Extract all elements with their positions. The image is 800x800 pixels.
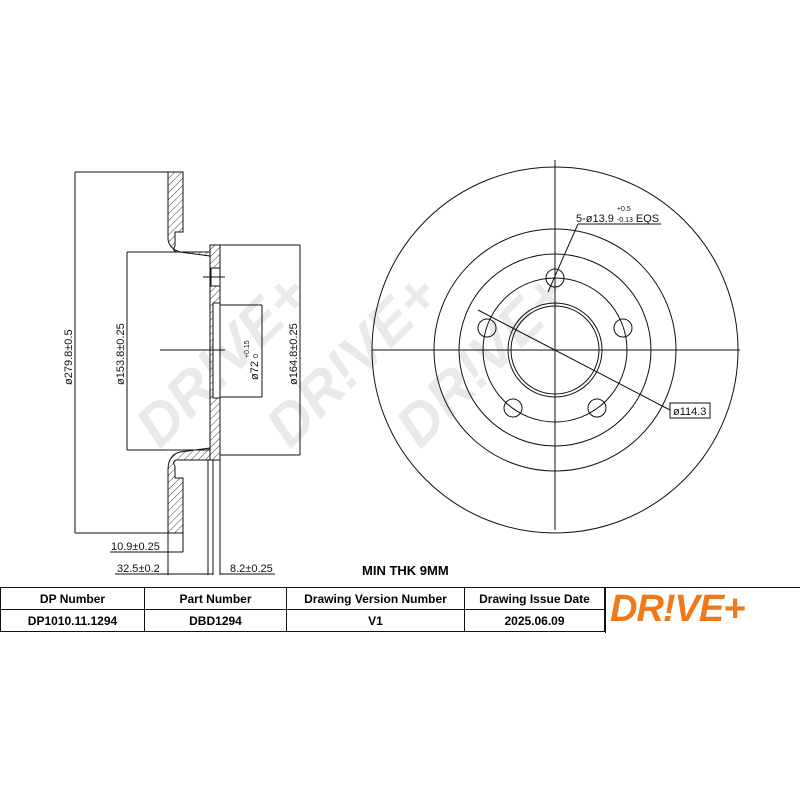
technical-drawing: DR!VE+ DR!VE+ DR!VE+ ø279.8±0.5 ø153.8±0… <box>63 160 740 575</box>
dim-height: 32.5±0.2 <box>117 563 160 575</box>
dim-center-bore: ø72 <box>249 361 261 380</box>
dim-center-bore-tol-upper: +0.15 <box>244 340 251 358</box>
min-thickness-note: MIN THK 9MM <box>362 563 449 578</box>
table-row: DP1010.11.1294 DBD1294 V1 2025.06.09 <box>0 609 605 632</box>
bolt-suffix: EQS <box>636 213 659 225</box>
bolt-hole-label: 5-ø13.9 <box>576 213 614 225</box>
bolt-tol-upper: +0.5 <box>617 206 631 213</box>
header-drawing-version: Drawing Version Number <box>286 587 465 610</box>
value-part-number: DBD1294 <box>144 609 287 632</box>
value-issue-date: 2025.06.09 <box>464 609 605 632</box>
dim-outer-diameter: ø279.8±0.5 <box>63 329 75 385</box>
dim-thickness: 10.9±0.25 <box>111 541 160 553</box>
front-view: 5-ø13.9 +0.5 -0.13 EQS ø114.3 <box>371 160 740 534</box>
header-issue-date: Drawing Issue Date <box>464 587 605 610</box>
title-block-table: DP Number Part Number Drawing Version Nu… <box>0 587 605 632</box>
dim-center-bore-tol-lower: 0 <box>253 354 260 358</box>
value-dp-number: DP1010.11.1294 <box>0 609 145 632</box>
drive-plus-logo: DR!VE+ <box>610 588 745 630</box>
table-header-row: DP Number Part Number Drawing Version Nu… <box>0 587 605 610</box>
bolt-tol-lower: -0.13 <box>617 217 633 224</box>
dim-inner-diameter: ø153.8±0.25 <box>115 323 127 385</box>
header-dp-number: DP Number <box>0 587 145 610</box>
dim-hat-diameter: ø164.8±0.25 <box>288 323 300 385</box>
section-view: ø279.8±0.5 ø153.8±0.25 ø164.8±0.25 ø72 +… <box>63 171 301 575</box>
dim-hat-thickness: 8.2±0.25 <box>230 563 273 575</box>
logo-cell <box>605 587 800 633</box>
value-drawing-version: V1 <box>286 609 465 632</box>
header-part-number: Part Number <box>144 587 287 610</box>
pcd-label: ø114.3 <box>673 406 706 418</box>
